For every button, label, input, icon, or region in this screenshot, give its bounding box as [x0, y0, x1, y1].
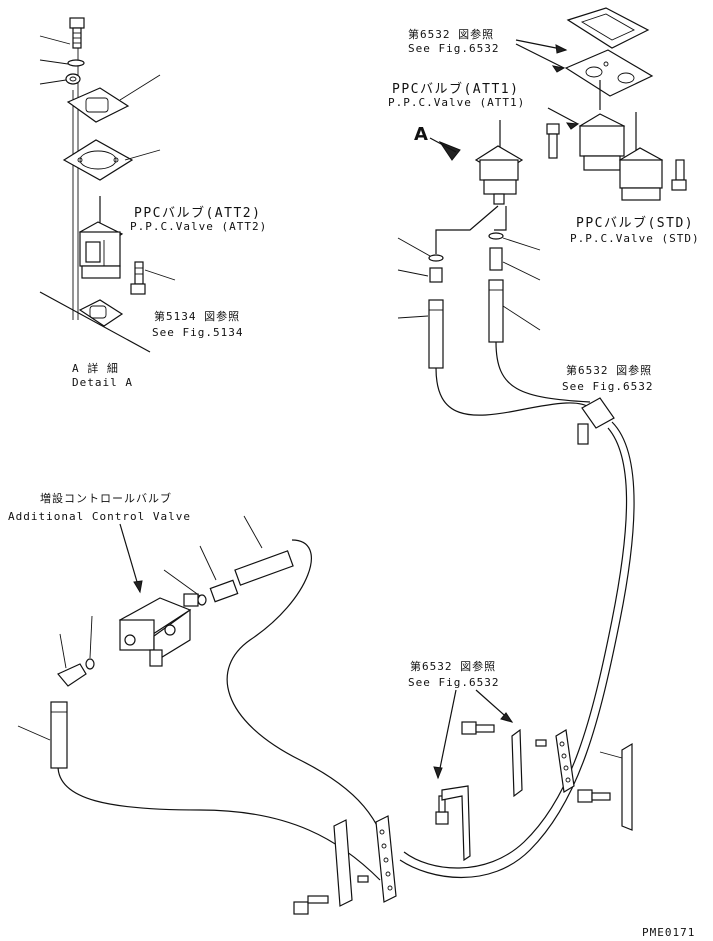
mounting-bolt-std: [671, 159, 687, 191]
reference-fig6532-mid-en: See Fig.6532: [562, 380, 654, 393]
bracket-assembly: [293, 689, 633, 915]
base-plate: [39, 291, 151, 353]
acv-fitting: [183, 593, 199, 607]
acv-leader-arrow: [119, 523, 141, 593]
detail-a-title-en: Detail A: [72, 376, 133, 389]
bracket-bolt-top: [461, 721, 495, 735]
leader-line: [502, 261, 541, 281]
elbow-fitting: [57, 663, 87, 687]
bracket-bolt-bottom: [293, 895, 329, 915]
ppc-valve-std-label-en: P.P.C.Valve (STD): [570, 232, 700, 245]
elbow-hose-end: [50, 701, 68, 769]
leader-line: [163, 569, 201, 597]
acv-hose-end: [234, 550, 294, 586]
o-ring-right: [488, 232, 504, 240]
hose-acv-bottom: [57, 765, 381, 881]
leader-line: [397, 315, 429, 319]
bolt: [69, 17, 85, 49]
spring-washer: [67, 59, 85, 67]
reference-arrow: [437, 689, 457, 779]
adapter-left: [429, 267, 443, 283]
reference-arrow: [547, 107, 579, 125]
additional-control-valve-label-jp: 増設コントロールバルブ: [40, 492, 172, 505]
reference-arrow: [515, 43, 565, 69]
flange-gasket-top: [564, 49, 654, 97]
leader-line: [243, 515, 263, 549]
leader-line: [124, 149, 161, 161]
reference-fig6532-top-jp: 第6532 図参照: [408, 28, 495, 41]
detail-a-title-jp: A 詳 細: [72, 362, 119, 375]
hose-end-right: [488, 279, 504, 343]
clamp-upper: [511, 728, 523, 798]
acv-adapter: [209, 579, 239, 603]
leader-line: [397, 269, 429, 277]
reference-fig5134-jp: 第5134 図参照: [154, 310, 241, 323]
mounting-bolt-att2: [130, 261, 146, 295]
angle-bracket: [441, 785, 471, 862]
elbow-o-ring: [85, 658, 95, 670]
reference-fig5134-en: See Fig.5134: [152, 326, 244, 339]
leader-line: [502, 237, 541, 251]
mounting-plate: [621, 742, 633, 831]
ppc-valve-att1: [474, 120, 524, 205]
hose-right: [495, 341, 591, 403]
ppc-valve-att1-label-en: P.P.C.Valve (ATT1): [388, 96, 526, 109]
ppc-valve-att2-label-en: P.P.C.Valve (ATT2): [130, 220, 268, 233]
view-a-label: A: [414, 124, 428, 145]
leader-line: [397, 237, 431, 257]
flange-plate: [62, 139, 134, 181]
leader-line: [89, 615, 93, 659]
leader-line: [17, 725, 51, 741]
ppc-valve-group-top-right: [397, 7, 687, 369]
mounting-strip-right: [555, 729, 575, 793]
leader-line: [39, 59, 69, 65]
washer: [65, 73, 81, 85]
reference-fig6532-low-en: See Fig.6532: [408, 676, 500, 689]
reference-fig6532-mid-jp: 第6532 図参照: [566, 364, 653, 377]
ppc-valve-std: [618, 112, 664, 201]
reference-fig6532-low-jp: 第6532 図参照: [410, 660, 497, 673]
clamp-spacer: [535, 739, 547, 747]
hose-left: [435, 367, 591, 416]
leader-line: [39, 35, 71, 45]
leader-line: [119, 74, 161, 101]
acv-o-ring: [197, 594, 207, 606]
bracket-bolt-right: [577, 789, 611, 803]
gasket-top: [566, 7, 650, 49]
leader-line: [39, 79, 67, 85]
gasket-plate-upper: [66, 87, 130, 123]
reference-fig6532-top-en: See Fig.6532: [408, 42, 500, 55]
hose-junction-block: [577, 397, 615, 445]
ppc-valve-att2-label-jp: PPCバルブ(ATT2): [134, 206, 262, 221]
pipe-line-left: [435, 205, 499, 254]
o-ring-left: [428, 254, 444, 262]
adapter-right: [489, 247, 503, 271]
additional-control-valve: [118, 597, 192, 667]
leader-line: [199, 545, 217, 581]
leader-line: [502, 305, 541, 331]
clamp-lower: [333, 819, 353, 907]
hose-long-right-inner: [403, 427, 628, 869]
pipe-line-right: [494, 206, 507, 231]
leader-line: [144, 269, 176, 281]
leader-line: [59, 633, 67, 669]
mounting-strip-left: [375, 815, 397, 903]
ppc-valve-std-label-jp: PPCバルブ(STD): [576, 216, 695, 231]
hose-long-right: [399, 421, 635, 878]
additional-control-valve-group: [17, 515, 294, 769]
mounting-bolt-att1: [546, 123, 560, 159]
ppc-valve-att2: [78, 196, 124, 279]
ppc-valve-att1-label-jp: PPCバルブ(ATT1): [392, 82, 520, 97]
additional-control-valve-label-en: Additional Control Valve: [8, 510, 191, 523]
drawing-code: PME0171: [642, 926, 696, 939]
hose-acv-top: [226, 539, 391, 861]
detail-a-assembly: [39, 17, 176, 353]
clamp-spacer-lower: [357, 875, 369, 883]
ppc-valve-att1-stack: [578, 80, 626, 171]
